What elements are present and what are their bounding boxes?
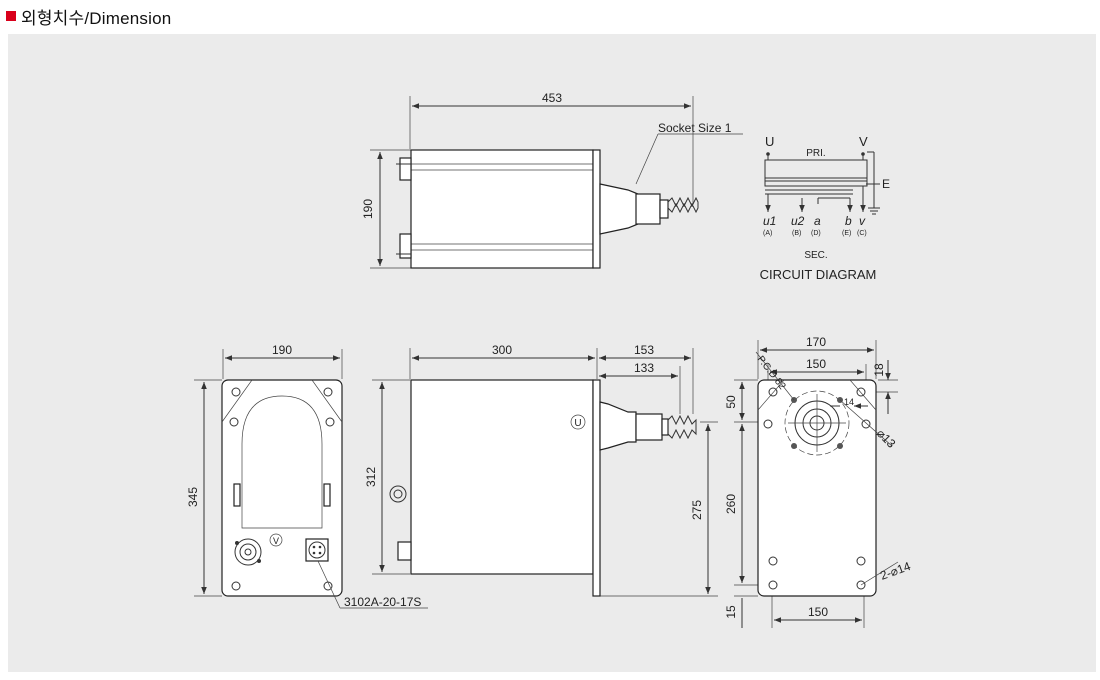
terminal-code-c: (C)	[857, 230, 867, 237]
terminal-a: a	[814, 214, 821, 228]
dim-190-top: 190	[361, 199, 375, 219]
dim-50: 50	[724, 395, 738, 409]
dim-345: 345	[186, 487, 200, 507]
circuit-e: E	[882, 177, 890, 191]
dim-170: 170	[806, 335, 826, 349]
dim-18: 18	[872, 363, 886, 377]
terminal-v: v	[859, 214, 866, 228]
terminal-code-b: (B)	[792, 230, 801, 237]
dim-312: 312	[364, 467, 378, 487]
dim-133: 133	[634, 361, 654, 375]
circuit-diagram: U V PRI. E u1 u2 a b v (A) (B) (D) (E	[760, 134, 890, 282]
marker-u: U	[574, 418, 581, 429]
section-header: 외형치수/Dimension	[6, 2, 171, 30]
mount-holes	[229, 387, 335, 591]
red-square-icon	[6, 11, 16, 21]
terminal-code-a: (A)	[763, 230, 772, 237]
circuit-v: V	[859, 134, 868, 149]
dim-275: 275	[690, 500, 704, 520]
dim-15: 15	[724, 605, 738, 619]
dim-150-top: 150	[806, 357, 826, 371]
terminal-code-d: (D)	[811, 230, 821, 237]
connector-label: 3102A-20-17S	[344, 595, 421, 609]
terminal-u1: u1	[763, 214, 776, 228]
hole-13-label: ⌀13	[874, 426, 899, 451]
front-view: 190 345 V	[186, 343, 428, 609]
dim-260: 260	[724, 494, 738, 514]
dim-153: 153	[634, 343, 654, 357]
back-mount-holes	[763, 387, 871, 590]
circuit-caption: CIRCUIT DIAGRAM	[760, 267, 877, 282]
terminal-u2: u2	[791, 214, 805, 228]
terminal-code-e: (E)	[842, 230, 851, 237]
dim-190-front: 190	[272, 343, 292, 357]
dim-14: 14	[844, 397, 854, 407]
section-title: 외형치수/Dimension	[21, 8, 172, 28]
terminal-b: b	[845, 214, 852, 228]
side-view: 300 153 133 312 275 U	[364, 343, 718, 597]
dim-300: 300	[492, 343, 512, 357]
back-view: 170 150 18 50 260 15 150	[724, 335, 913, 628]
circuit-sec: SEC.	[804, 250, 827, 261]
dim-150-bottom: 150	[808, 605, 828, 619]
marker-v: V	[273, 536, 279, 546]
holes-14-label: 2-⌀14	[878, 559, 912, 583]
drawing-panel: 453 190 Socket Size 1 U V PRI.	[8, 34, 1096, 672]
dimension-drawing: 453 190 Socket Size 1 U V PRI.	[186, 91, 913, 628]
dim-453: 453	[542, 91, 562, 105]
socket-label: Socket Size 1	[658, 121, 732, 135]
circuit-pri: PRI.	[806, 148, 825, 159]
circuit-u: U	[765, 134, 774, 149]
top-view: 453 190 Socket Size 1	[361, 91, 743, 269]
